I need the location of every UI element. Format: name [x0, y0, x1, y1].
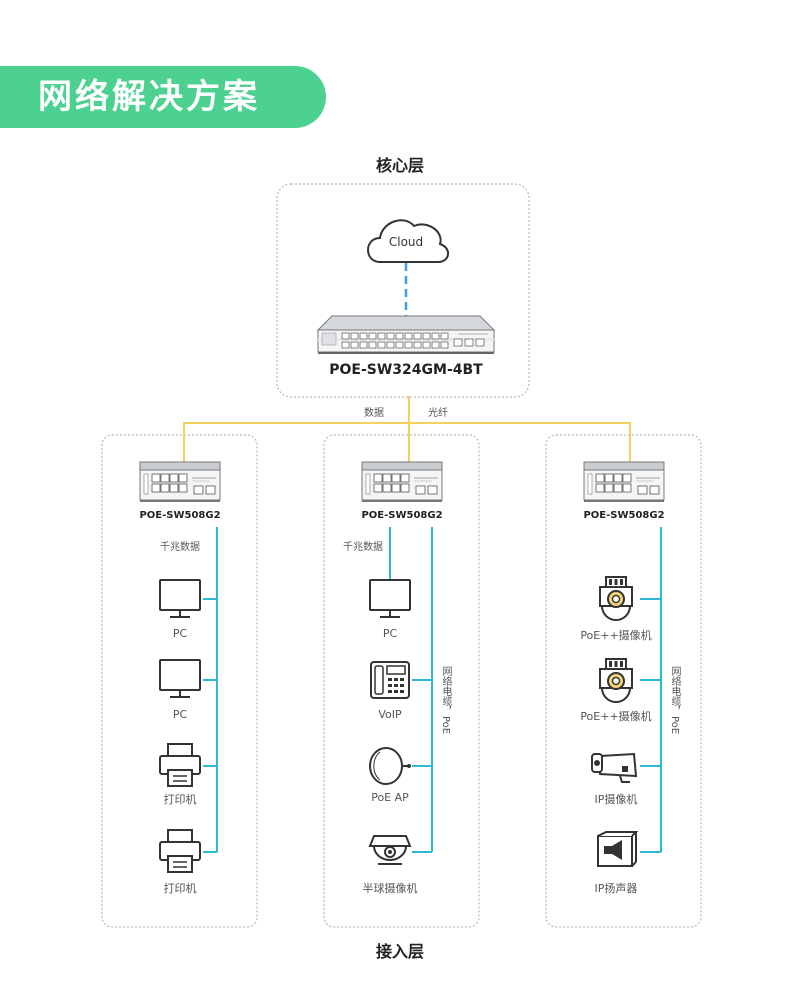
- access-layer-label: 接入层: [375, 942, 424, 961]
- monitor-icon: [159, 579, 201, 618]
- core-switch-icon: [316, 315, 496, 354]
- speaker-icon: [597, 831, 637, 867]
- fiber-link-label: 光纤: [428, 408, 448, 419]
- core-group-box: [276, 183, 530, 398]
- core-layer-label: 核心层: [375, 156, 424, 175]
- device-label: 打印机: [163, 882, 197, 895]
- gigabit-data-label-2: 千兆数据: [343, 542, 383, 553]
- access-switch-3-icon: [583, 461, 665, 503]
- monitor-icon: [159, 659, 201, 698]
- access-switch-3-label: POE-SW508G2: [583, 510, 665, 521]
- device-label: 半球摄像机: [362, 882, 418, 895]
- access-cables: [203, 527, 662, 853]
- title-banner: 网络解决方案: [0, 66, 326, 128]
- cloud-icon: [367, 219, 449, 263]
- gigabit-data-label-1: 千兆数据: [160, 542, 200, 553]
- access-switch-1-label: POE-SW508G2: [139, 510, 221, 521]
- fiber-links: [183, 396, 631, 462]
- access-group-box-2: [323, 434, 480, 928]
- ptz-camera-icon: [599, 658, 633, 703]
- device-label: PoE++摄像机: [580, 629, 652, 642]
- printer-icon: [159, 829, 201, 873]
- ptz-camera-icon: [599, 576, 633, 621]
- page-title: 网络解决方案: [38, 77, 260, 117]
- monitor-icon: [369, 579, 411, 618]
- device-label: PC: [382, 627, 398, 640]
- data-link-label: 数据: [364, 408, 384, 419]
- access-point-icon: [369, 747, 412, 785]
- access-group-box-1: [101, 434, 258, 928]
- access-switch-2-label: POE-SW508G2: [361, 510, 443, 521]
- device-label: PoE++摄像机: [580, 710, 652, 723]
- phone-icon: [370, 661, 410, 699]
- bullet-camera-icon: [591, 753, 637, 783]
- poe-cable-label-3: 网络电缆，PoE: [669, 666, 680, 735]
- core-switch-label: POE-SW324GM-4BT: [329, 362, 483, 378]
- dome-camera-icon: [369, 835, 411, 865]
- device-label: IP摄像机: [594, 793, 638, 806]
- device-label: VoIP: [378, 708, 402, 721]
- device-label: PoE AP: [371, 791, 409, 804]
- poe-cable-label-2: 网络电缆，PoE: [440, 666, 451, 735]
- device-label: PC: [172, 708, 188, 721]
- access-switch-1-icon: [139, 461, 221, 503]
- device-label: 打印机: [163, 793, 197, 806]
- access-switch-2-icon: [361, 461, 443, 503]
- cloud-label: Cloud: [388, 235, 424, 249]
- printer-icon: [159, 743, 201, 787]
- device-label: PC: [172, 627, 188, 640]
- device-label: IP扬声器: [594, 882, 638, 895]
- access-group-box-3: [545, 434, 702, 928]
